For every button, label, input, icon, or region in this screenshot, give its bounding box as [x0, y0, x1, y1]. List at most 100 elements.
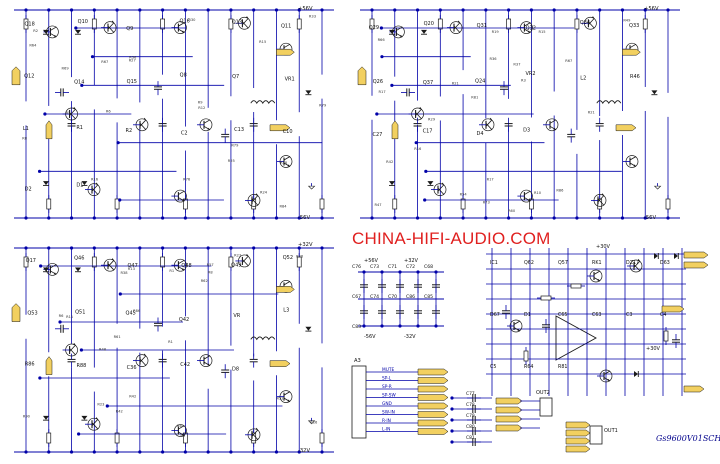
resistor-symbol — [460, 198, 466, 210]
capacitor-symbol — [595, 123, 604, 127]
component-ref: VR1 — [285, 77, 295, 83]
junction-dot — [138, 246, 142, 250]
component-ref: R9 — [180, 434, 185, 438]
component-ref: R1 — [168, 340, 173, 344]
component-ref: C2 — [181, 130, 188, 136]
component-ref: R10 — [534, 191, 542, 195]
capacitor-symbol — [500, 86, 508, 90]
junction-dot — [370, 8, 374, 12]
net-label-flag — [495, 406, 523, 414]
component-ref: R79 — [319, 103, 327, 107]
transistor-collector — [107, 25, 115, 33]
component-ref: C76 — [352, 264, 361, 270]
transistor-arrow — [633, 164, 636, 167]
resistor-symbol — [228, 18, 234, 30]
transistor-collector — [139, 358, 147, 366]
junction-dot — [393, 216, 397, 220]
junction-dot — [69, 8, 74, 12]
diode-symbol — [305, 90, 312, 95]
junction-dot — [643, 8, 647, 12]
inductor-symbol — [596, 100, 622, 105]
transistor-emitter — [69, 108, 76, 116]
component-ref: R66 — [378, 38, 386, 42]
component-ref: R86 — [133, 309, 141, 313]
junction-dot — [415, 216, 420, 220]
component-ref: R36 — [129, 56, 137, 60]
junction-dot — [598, 216, 602, 220]
junction-dot — [92, 216, 96, 220]
junction-dot — [450, 418, 454, 422]
transistor-collector — [593, 270, 601, 275]
net-label-flag — [565, 421, 591, 429]
net-label-flag — [565, 429, 591, 437]
component-ref: R64 — [29, 44, 37, 48]
rail-label: -32V — [298, 448, 310, 454]
junction-dot — [206, 246, 210, 250]
rail-label: -56V — [298, 215, 310, 221]
transistor-collector — [178, 259, 185, 265]
component-ref: Q10 — [78, 19, 88, 25]
component-ref: C65 — [558, 312, 567, 318]
output-connector-body — [539, 397, 553, 417]
junction-dot — [161, 450, 165, 454]
junction-dot — [138, 216, 142, 220]
junction-dot — [37, 169, 42, 173]
transistor-collector — [203, 119, 211, 124]
component-ref: R17 — [379, 90, 386, 94]
connector-pin-label: SP-R — [382, 384, 392, 390]
junction-dot — [115, 8, 119, 12]
transistor-arrow — [607, 378, 610, 381]
component-ref: R6 — [106, 110, 111, 114]
transistor-arrow — [517, 328, 520, 331]
junction-dot — [375, 112, 379, 116]
junction-dot — [24, 246, 28, 250]
junction-dot — [320, 8, 324, 12]
transistor-emitter — [597, 195, 605, 203]
component-ref: R17 — [487, 177, 494, 181]
transistor-emitter — [437, 184, 445, 192]
transistor-collector — [588, 21, 595, 29]
component-ref: C27 — [373, 132, 383, 138]
component-ref: C67 — [352, 294, 361, 300]
junction-dot — [206, 450, 210, 454]
junction-dot — [320, 216, 324, 220]
junction-dot — [666, 216, 670, 220]
component-ref: D4 — [477, 131, 484, 137]
junction-dot — [206, 216, 210, 220]
transistor-arrow — [399, 34, 403, 37]
diode-symbol — [421, 29, 427, 34]
inductor-symbol — [250, 100, 276, 105]
capacitor-symbol — [221, 369, 230, 373]
resistor-symbol — [23, 256, 29, 268]
junction-dot — [552, 8, 556, 12]
component-ref: R47 — [374, 203, 381, 207]
capacitor-symbol — [60, 88, 64, 97]
connector-pin-label: SP-SW — [382, 393, 397, 399]
resistor-symbol — [319, 198, 325, 210]
ground-symbol — [307, 185, 316, 190]
junction-dot — [47, 246, 51, 250]
transistor-emitter — [107, 22, 115, 30]
component-ref: R25 — [228, 159, 235, 163]
capacitor-symbol — [67, 358, 76, 363]
resistor-symbol — [319, 432, 325, 444]
net-label-flag — [45, 356, 53, 375]
connector-ref: A3 — [354, 358, 361, 364]
net-label-flag — [417, 368, 449, 376]
component-ref: Q62 — [524, 260, 534, 266]
net-label-flag — [615, 124, 637, 132]
junction-dot — [229, 8, 233, 12]
junction-dot — [79, 348, 84, 352]
resistor-symbol — [183, 432, 188, 444]
component-ref: R58 — [280, 161, 288, 165]
resistor-symbol — [642, 18, 648, 30]
transistor-collector — [107, 263, 115, 271]
junction-dot — [575, 8, 579, 12]
transistor-arrow — [53, 34, 57, 37]
component-ref: R19 — [492, 30, 500, 34]
component-ref: Q34 — [580, 20, 590, 26]
junction-dot — [92, 8, 96, 12]
component-ref: DZ17 — [626, 260, 639, 266]
transistor-collector — [437, 187, 445, 195]
component-ref: R6 — [59, 314, 64, 318]
